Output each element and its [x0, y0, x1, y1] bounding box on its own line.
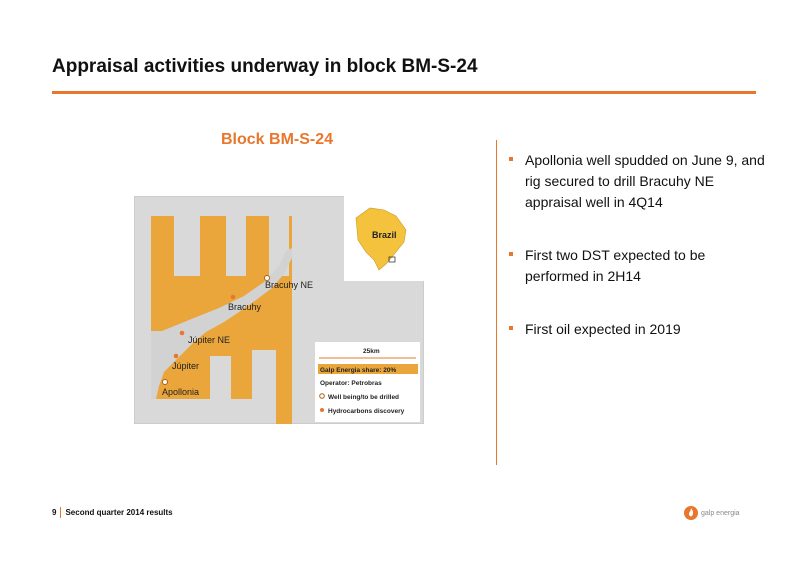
page-number: 9	[52, 508, 57, 517]
brazil-shape	[355, 207, 407, 271]
bullet-text: First two DST expected to be performed i…	[525, 247, 706, 284]
logo-text: galp energia	[701, 509, 740, 517]
footer-separator	[60, 507, 62, 518]
title-underline	[52, 91, 756, 94]
column-divider	[496, 140, 497, 465]
galp-logo: galp energia	[683, 505, 740, 521]
bullet-marker-icon	[509, 326, 513, 330]
well-marker-apollonia	[162, 379, 168, 385]
map-heading: Block BM-S-24	[221, 131, 334, 148]
legend-box	[315, 342, 420, 422]
bullet-marker-icon	[509, 157, 513, 161]
legend-share: Galp Energia share: 20%	[320, 367, 396, 374]
map-label-apollonia: Apollonia	[162, 387, 199, 397]
map-label-bracuhy-ne: Bracuhy NE	[265, 280, 313, 290]
galp-flame-icon	[684, 506, 698, 520]
bullet-item: Apollonia well spudded on June 9, and ri…	[509, 150, 769, 213]
discovery-marker-jupiter-ne	[179, 330, 185, 336]
bullet-marker-icon	[509, 252, 513, 256]
block-map: Brazil Bracuhy NE Bracuhy Júpiter NE Júp…	[134, 196, 424, 424]
legend-discovery: Hydrocarbons discovery	[328, 408, 405, 415]
legend-discovery-icon	[320, 408, 324, 412]
bullet-text: Apollonia well spudded on June 9, and ri…	[525, 152, 765, 210]
bullet-item: First oil expected in 2019	[509, 319, 681, 340]
well-marker-bracuhy-ne	[264, 275, 270, 281]
map-label-jupiter: Júpiter	[172, 361, 199, 371]
legend-well-icon	[319, 393, 325, 399]
legend-operator: Operator: Petrobras	[320, 380, 382, 387]
bullet-item: First two DST expected to be performed i…	[509, 245, 769, 287]
map-label-jupiter-ne: Júpiter NE	[188, 335, 230, 345]
discovery-marker-jupiter	[173, 353, 179, 359]
footer-text: Second quarter 2014 results	[65, 508, 173, 517]
map-label-bracuhy: Bracuhy	[228, 302, 262, 312]
bullet-text: First oil expected in 2019	[525, 321, 681, 337]
discovery-marker-bracuhy	[230, 294, 236, 300]
map-label-brazil: Brazil	[372, 230, 397, 240]
footer: 9 Second quarter 2014 results	[52, 507, 173, 518]
legend-scale: 25km	[363, 348, 380, 355]
slide-title: Appraisal activities underway in block B…	[52, 56, 478, 77]
legend-well: Well being/to be drilled	[328, 394, 399, 401]
